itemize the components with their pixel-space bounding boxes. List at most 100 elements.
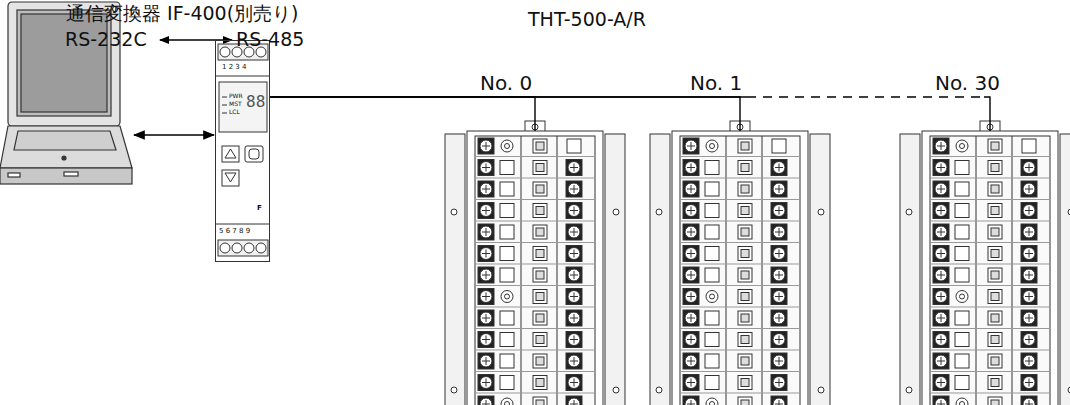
terminal xyxy=(536,314,544,322)
screw-slot xyxy=(570,207,578,215)
screw-slot xyxy=(937,228,945,236)
screw xyxy=(568,226,580,238)
screw-slot xyxy=(1025,185,1033,193)
screw-slot xyxy=(570,228,578,236)
terminal xyxy=(738,376,752,390)
terminal xyxy=(566,224,582,240)
row-line xyxy=(930,307,1050,308)
terminal xyxy=(991,314,999,322)
screw xyxy=(480,140,492,152)
screw-slot xyxy=(775,271,783,279)
divider xyxy=(1012,136,1013,405)
led-label: LCL xyxy=(229,109,240,115)
terminal xyxy=(533,397,547,405)
terminal xyxy=(1021,246,1037,262)
terminal xyxy=(741,357,749,365)
terminal xyxy=(500,376,514,390)
terminal xyxy=(772,139,786,153)
screw-slot xyxy=(570,185,578,193)
terminal xyxy=(991,250,999,258)
terminal xyxy=(536,250,544,258)
screw-slot xyxy=(1025,293,1033,301)
terminal xyxy=(533,161,547,175)
terminal xyxy=(683,203,699,219)
screw xyxy=(935,377,947,389)
screw-slot xyxy=(937,207,945,215)
screw-slot xyxy=(687,207,695,215)
terminal xyxy=(988,139,1002,153)
terminal xyxy=(933,138,949,154)
terminal xyxy=(566,310,582,326)
terminal xyxy=(991,336,999,344)
screw-slot xyxy=(775,185,783,193)
row-line xyxy=(930,156,1050,157)
screw xyxy=(773,183,785,195)
terminal xyxy=(988,268,1002,282)
mount-hole xyxy=(1068,387,1070,393)
screw xyxy=(685,248,697,260)
terminal xyxy=(533,290,547,304)
terminal xyxy=(705,376,719,390)
terminal xyxy=(738,268,752,282)
screw xyxy=(773,355,785,367)
terminal xyxy=(705,333,719,347)
row-line xyxy=(475,307,595,308)
screw-slot xyxy=(687,400,695,405)
ring xyxy=(505,402,510,405)
screw-slot xyxy=(937,164,945,172)
screw-slot xyxy=(687,228,695,236)
screw xyxy=(568,205,580,217)
terminal xyxy=(478,246,494,262)
screw xyxy=(935,248,947,260)
row-line xyxy=(475,199,595,200)
screw xyxy=(480,162,492,174)
terminal xyxy=(738,397,752,405)
terminal xyxy=(683,160,699,176)
screw xyxy=(1023,183,1035,195)
terminal xyxy=(988,182,1002,196)
screw-slot xyxy=(687,357,695,365)
interface-name: RS-485 xyxy=(236,30,304,50)
row-line xyxy=(930,199,1050,200)
terminal xyxy=(533,182,547,196)
ring xyxy=(960,294,965,299)
screw-slot xyxy=(482,379,490,387)
terminal xyxy=(955,182,969,196)
ring xyxy=(706,291,718,303)
screw-slot xyxy=(687,250,695,258)
mount-plate xyxy=(650,134,670,405)
terminal xyxy=(1021,375,1037,391)
row-line xyxy=(475,350,595,351)
terminal xyxy=(533,311,547,325)
terminal xyxy=(536,271,544,279)
screw-slot xyxy=(687,379,695,387)
screw xyxy=(480,205,492,217)
divider xyxy=(557,136,558,405)
screw xyxy=(1023,355,1035,367)
terminal xyxy=(741,207,749,215)
terminal xyxy=(705,268,719,282)
terminal xyxy=(500,333,514,347)
mount-hole xyxy=(906,387,912,393)
screw xyxy=(935,355,947,367)
terminal xyxy=(683,332,699,348)
terminal xyxy=(566,396,582,405)
screw-slot xyxy=(775,336,783,344)
screw xyxy=(935,183,947,195)
screw-slot xyxy=(937,314,945,322)
mount-hole xyxy=(451,387,457,393)
terminal xyxy=(536,379,544,387)
screw xyxy=(935,140,947,152)
screw-slot xyxy=(687,336,695,344)
terminal-block xyxy=(467,131,603,405)
terminal xyxy=(533,139,547,153)
screw xyxy=(685,334,697,346)
screw-slot xyxy=(482,271,490,279)
terminal-block xyxy=(672,131,808,405)
mount-hole xyxy=(656,387,662,393)
terminal xyxy=(738,247,752,261)
screw xyxy=(568,291,580,303)
mount-plate xyxy=(810,134,830,405)
screw xyxy=(568,355,580,367)
led-label: PWR xyxy=(229,93,243,99)
